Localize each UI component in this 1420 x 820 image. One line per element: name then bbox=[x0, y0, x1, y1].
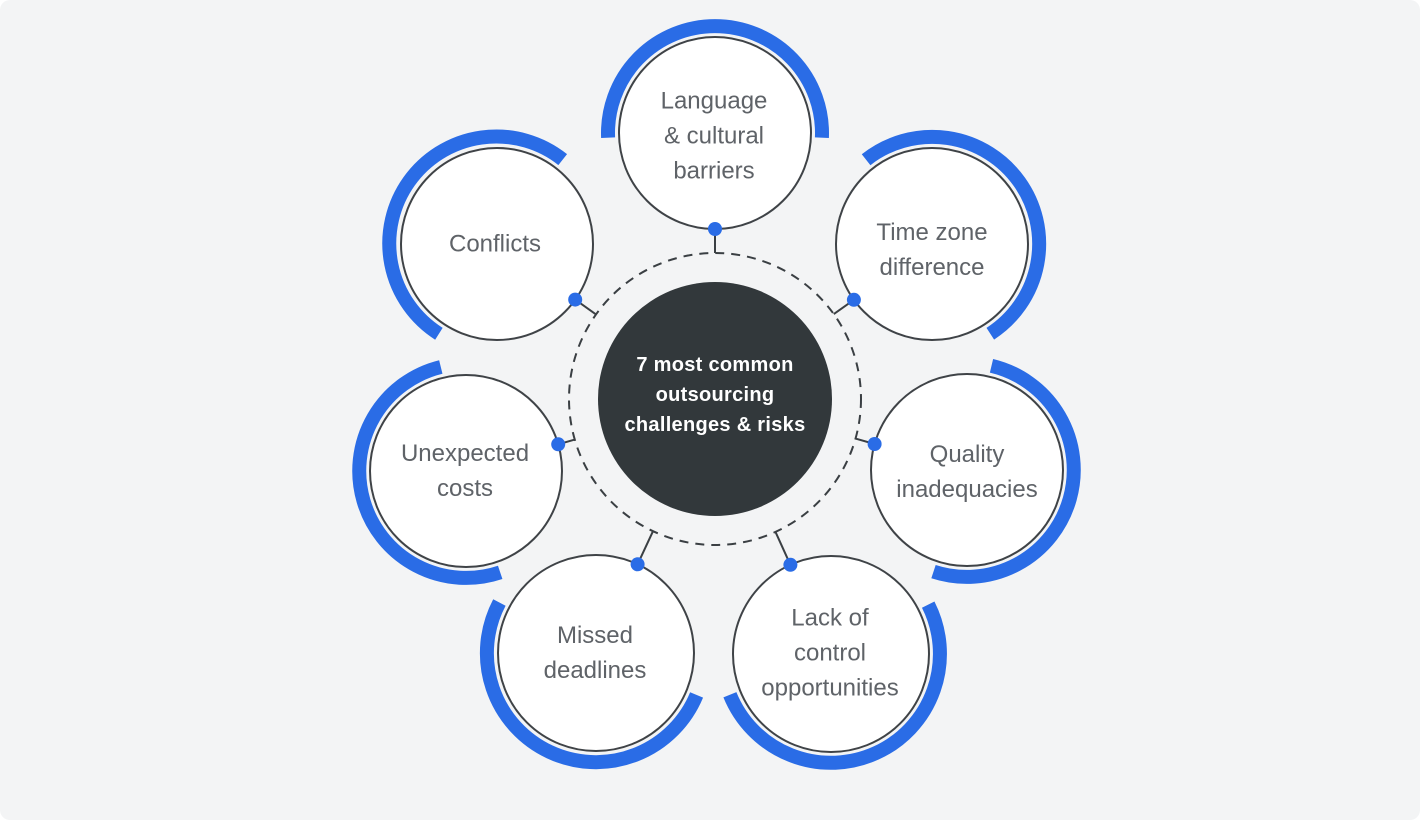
arc-lack-of-control bbox=[723, 601, 947, 770]
center-orbit-dashed-circle bbox=[568, 252, 862, 546]
connector-dots bbox=[551, 222, 882, 572]
node-circle-missed-deadlines bbox=[497, 554, 695, 752]
connector-dot-unexpected-costs bbox=[551, 437, 566, 452]
accent-arcs bbox=[352, 19, 1081, 770]
node-circle-quality bbox=[870, 373, 1064, 567]
node-circle-language bbox=[618, 36, 812, 230]
arc-timezone bbox=[861, 129, 1047, 340]
node-circle-unexpected-costs bbox=[369, 374, 563, 568]
connector-dot-missed-deadlines bbox=[630, 557, 645, 572]
node-circle-timezone bbox=[835, 147, 1029, 341]
node-circle-conflicts bbox=[400, 147, 594, 341]
connector-dot-timezone bbox=[846, 292, 861, 307]
connector-dot-conflicts bbox=[568, 292, 583, 307]
node-circle-lack-of-control bbox=[732, 555, 930, 753]
center-circle bbox=[598, 282, 832, 516]
arc-unexpected-costs bbox=[352, 360, 503, 585]
connector-dot-quality bbox=[867, 437, 882, 451]
arc-quality bbox=[931, 358, 1081, 584]
arc-language bbox=[601, 19, 829, 138]
arc-conflicts bbox=[382, 129, 568, 340]
connector-dot-language bbox=[708, 222, 722, 236]
arc-missed-deadlines bbox=[479, 599, 704, 770]
connector-dot-lack-of-control bbox=[783, 557, 798, 572]
node-circles bbox=[369, 36, 1064, 753]
